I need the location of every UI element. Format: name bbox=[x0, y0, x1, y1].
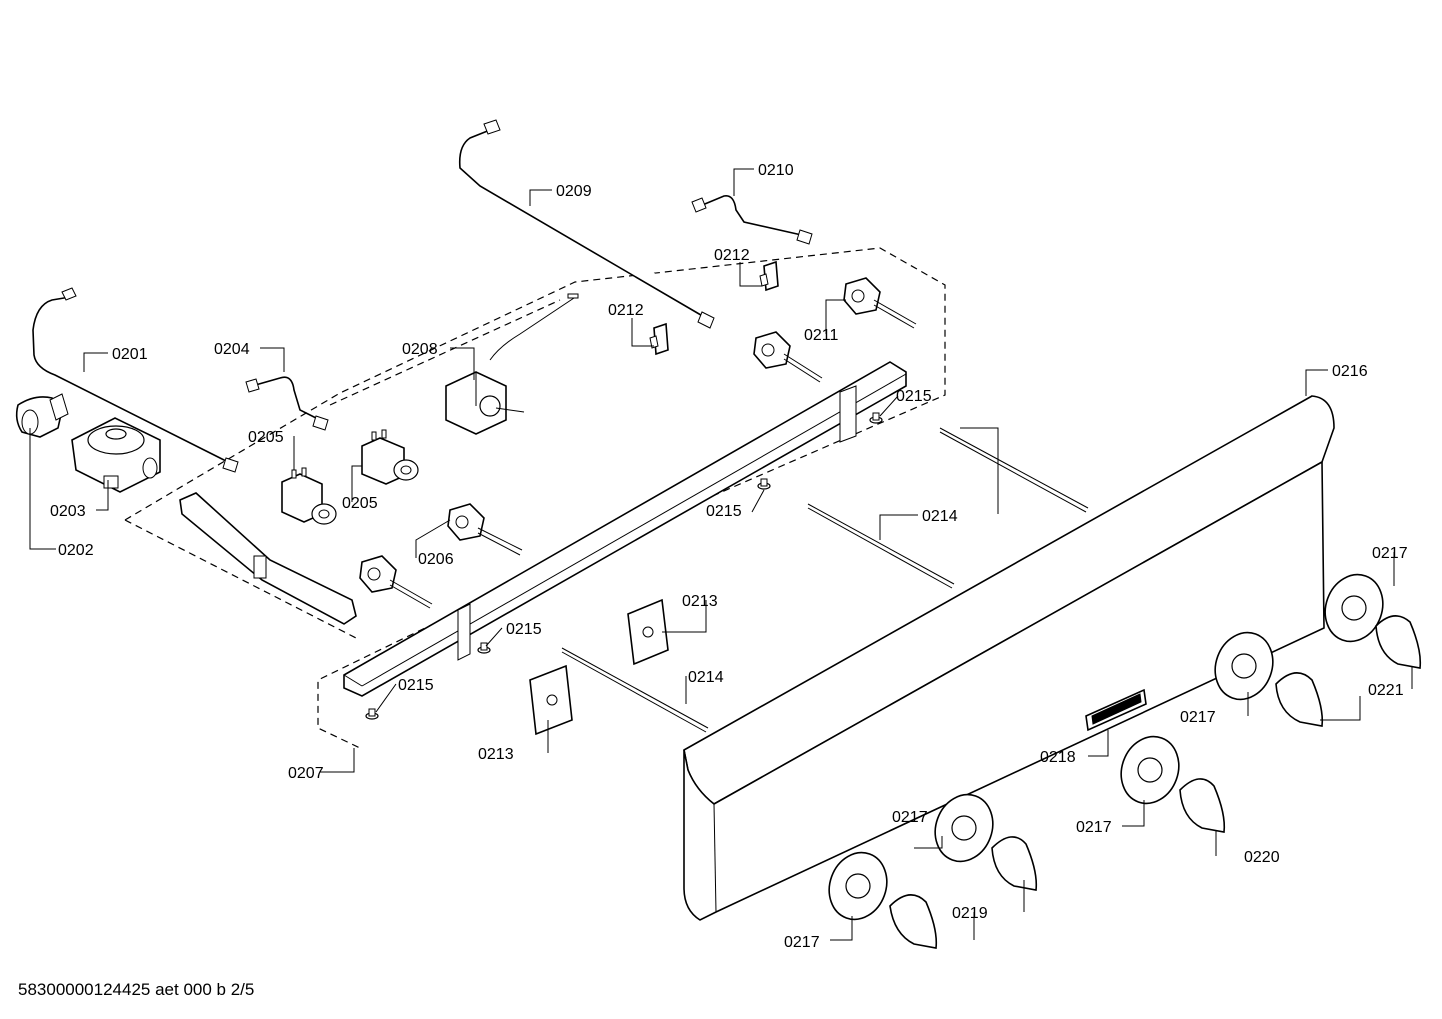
label-0211: 0211 bbox=[804, 327, 839, 344]
label-0207: 0207 bbox=[288, 765, 324, 782]
label-0215-b: 0215 bbox=[706, 503, 742, 520]
part-0220-control-knob bbox=[1179, 778, 1226, 833]
part-0218-brand-badge bbox=[1085, 688, 1147, 732]
part-0221-control-knob bbox=[1375, 615, 1422, 669]
part-0217-knob-bezel-d bbox=[934, 793, 994, 863]
label-0215-a: 0215 bbox=[896, 388, 932, 405]
part-0217-knob-bezel-a bbox=[1324, 573, 1384, 643]
label-0205-b: 0205 bbox=[342, 495, 378, 512]
label-0220: 0220 bbox=[1244, 849, 1280, 866]
label-0214-b: 0214 bbox=[688, 669, 724, 686]
part-0206-gas-valve-b bbox=[359, 555, 433, 609]
label-0206: 0206 bbox=[418, 551, 454, 568]
label-0210: 0210 bbox=[758, 162, 794, 179]
assembly-outline-upper bbox=[124, 247, 946, 749]
drawing-id-footer: 58300000124425 aet 000 b 2/5 bbox=[18, 980, 255, 999]
label-0215-d: 0215 bbox=[398, 677, 434, 694]
part-0214-valve-rod-a bbox=[939, 427, 1089, 513]
label-0213-b: 0213 bbox=[478, 746, 514, 763]
part-0214-valve-rod-b bbox=[807, 503, 955, 589]
part-0202-elbow-fitting bbox=[15, 393, 69, 438]
part-0214-valve-rod-c bbox=[561, 647, 709, 733]
label-0217-b: 0217 bbox=[1180, 709, 1216, 726]
part-0213-ignition-switch-a bbox=[627, 598, 669, 666]
part-0215-screw-a bbox=[869, 412, 883, 424]
label-0214-a: 0214 bbox=[922, 508, 958, 525]
label-0212-a: 0212 bbox=[714, 247, 750, 264]
part-0211-gas-valve-b bbox=[753, 331, 823, 383]
part-0215-screw-d bbox=[365, 708, 379, 720]
part-0203-pressure-regulator bbox=[71, 417, 161, 493]
part-0210-gas-pipe bbox=[691, 194, 813, 245]
label-0216: 0216 bbox=[1332, 363, 1368, 380]
part-0204-connector-pipe bbox=[245, 376, 329, 431]
part-0219-control-knob-b bbox=[889, 894, 938, 949]
part-0217-knob-bezel-e bbox=[828, 851, 888, 921]
part-0207-gas-manifold bbox=[179, 361, 907, 697]
label-0208: 0208 bbox=[402, 341, 438, 358]
label-0202: 0202 bbox=[58, 542, 94, 559]
part-0217-knob-bezel-b bbox=[1214, 631, 1274, 701]
part-0201-gas-pipe bbox=[32, 287, 239, 473]
label-0213-a: 0213 bbox=[682, 593, 718, 610]
part-labels: 0201 0202 0203 0204 0205 0205 0206 0207 … bbox=[50, 162, 1408, 951]
part-0215-screw-c bbox=[477, 642, 491, 654]
label-0217-c: 0217 bbox=[1076, 819, 1112, 836]
part-0205-solenoid-valve-b bbox=[361, 429, 419, 485]
label-0217-e: 0217 bbox=[784, 934, 820, 951]
part-0212-spring-clip-b bbox=[649, 322, 669, 356]
part-0211-gas-valve-a bbox=[843, 277, 917, 329]
label-0209: 0209 bbox=[556, 183, 592, 200]
part-0213-ignition-switch-b bbox=[529, 664, 573, 736]
part-0209-gas-pipe bbox=[458, 119, 715, 329]
part-0221-control-knob-b bbox=[1275, 672, 1324, 727]
part-0208-thermostat bbox=[445, 293, 579, 435]
part-0217-knob-bezel-c bbox=[1120, 735, 1180, 805]
part-0205-solenoid-valve-a bbox=[281, 467, 337, 525]
label-0203: 0203 bbox=[50, 503, 86, 520]
label-0219: 0219 bbox=[952, 905, 988, 922]
part-0216-control-panel bbox=[683, 395, 1335, 921]
label-0218: 0218 bbox=[1040, 749, 1076, 766]
label-0217-a: 0217 bbox=[1372, 545, 1408, 562]
label-0205-a: 0205 bbox=[248, 429, 284, 446]
label-0221: 0221 bbox=[1368, 682, 1404, 699]
part-0219-control-knob-a bbox=[991, 836, 1038, 891]
label-0201: 0201 bbox=[112, 346, 148, 363]
leader-lines bbox=[29, 168, 1413, 941]
label-0204: 0204 bbox=[214, 341, 250, 358]
part-0206-gas-valve-a bbox=[447, 503, 523, 556]
label-0217-d: 0217 bbox=[892, 809, 928, 826]
label-0215-c: 0215 bbox=[506, 621, 542, 638]
label-0212-b: 0212 bbox=[608, 302, 644, 319]
part-0215-screw-b bbox=[757, 478, 771, 490]
part-0212-spring-clip-a bbox=[759, 260, 779, 292]
